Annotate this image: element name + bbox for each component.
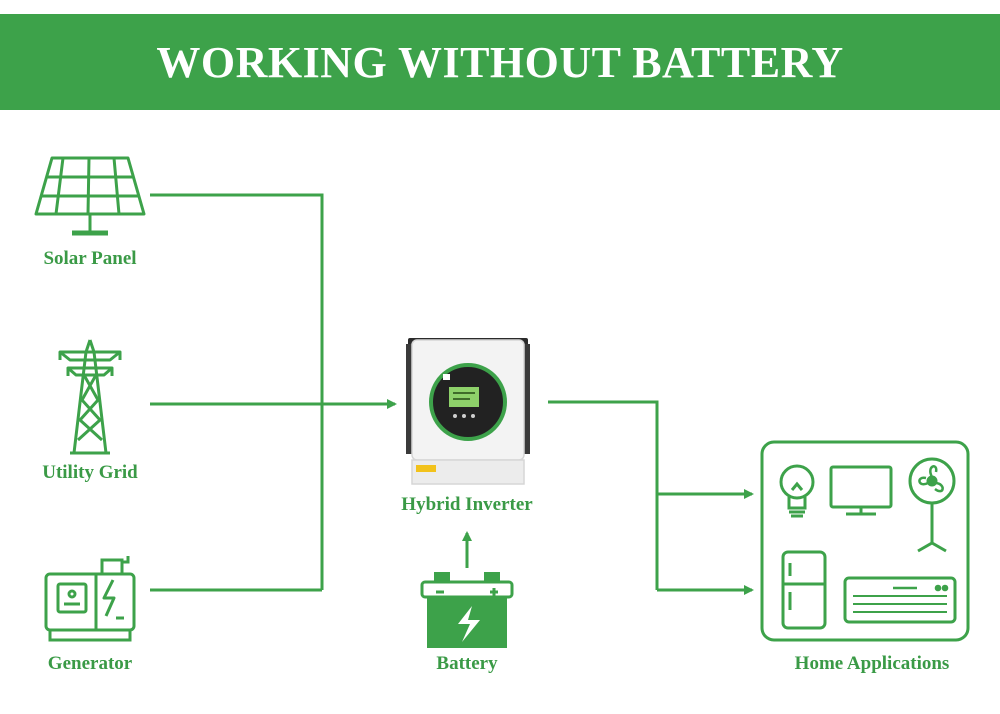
hybrid-inverter-label: Hybrid Inverter [401, 494, 533, 515]
home-applications-label: Home Applications [794, 653, 950, 674]
air-conditioner-icon [843, 576, 957, 624]
generator-icon [44, 556, 136, 642]
page-title: WORKING WITHOUT BATTERY [156, 37, 844, 87]
fridge-icon [781, 550, 827, 630]
fan-icon [908, 457, 956, 553]
solar-line [150, 193, 324, 590]
solar-panel-label: Solar Panel [43, 248, 137, 269]
battery-icon [420, 572, 514, 648]
home-applications-box [760, 440, 970, 642]
tv-icon [829, 465, 893, 516]
utility-grid-label: Utility Grid [42, 462, 138, 483]
transmission-tower-icon [58, 339, 122, 455]
light-bulb-icon [779, 464, 815, 518]
inverter-device [406, 338, 530, 485]
generator-label: Generator [47, 653, 133, 674]
battery-label: Battery [436, 653, 498, 674]
inverter-output-line [548, 400, 659, 590]
solar-panel-icon [34, 156, 146, 236]
header-banner: WORKING WITHOUT BATTERY [0, 14, 1000, 110]
connectors [150, 193, 754, 595]
